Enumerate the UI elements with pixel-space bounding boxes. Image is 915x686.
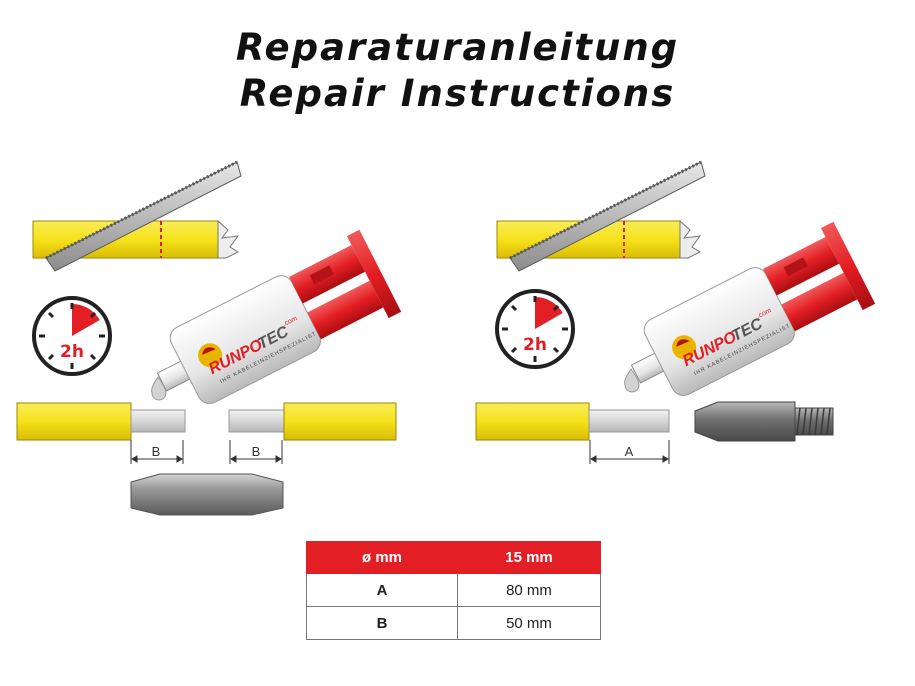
- title-english: Repair Instructions: [239, 72, 676, 115]
- label-b-right: B: [252, 444, 261, 459]
- label-b-left: B: [152, 444, 161, 459]
- connector-sleeve-icon: [130, 473, 284, 516]
- row-label-a: A: [306, 573, 458, 607]
- clock-icon: [32, 296, 112, 376]
- row-value-a: 80 mm: [457, 573, 601, 607]
- spec-table: ø mm 15 mm A 80 mm B 50 mm: [306, 541, 601, 640]
- glue-syringe-icon: [156, 229, 402, 404]
- row-label-b: B: [306, 606, 458, 640]
- timer-label-right: 2h: [523, 335, 547, 355]
- threaded-end-cap-icon: [694, 401, 834, 442]
- dimension-b-left: [130, 440, 184, 464]
- rod-single-end: [475, 402, 670, 441]
- table-row: B 50 mm: [306, 606, 601, 640]
- table-row: A 80 mm: [306, 573, 601, 607]
- title-german: Reparaturanleitung: [235, 26, 680, 69]
- header-size: 15 mm: [457, 541, 601, 574]
- rod-right-segment: [228, 402, 397, 441]
- dimension-a: [589, 440, 670, 464]
- glue-syringe-icon-right: [630, 221, 876, 396]
- glue-drop-right: [624, 368, 640, 393]
- rod-left-segment: [16, 402, 186, 441]
- label-a: A: [625, 444, 634, 459]
- timer-label-left: 2h: [60, 342, 84, 362]
- row-value-b: 50 mm: [457, 606, 601, 640]
- saw-icon: [45, 160, 242, 272]
- saw-icon-right: [509, 160, 706, 272]
- header-diameter: ø mm: [306, 541, 458, 574]
- dimension-b-right: [229, 440, 283, 464]
- spec-table-header: ø mm 15 mm: [306, 541, 601, 574]
- clock-icon-right: [495, 289, 575, 369]
- glue-drop-left: [151, 376, 167, 401]
